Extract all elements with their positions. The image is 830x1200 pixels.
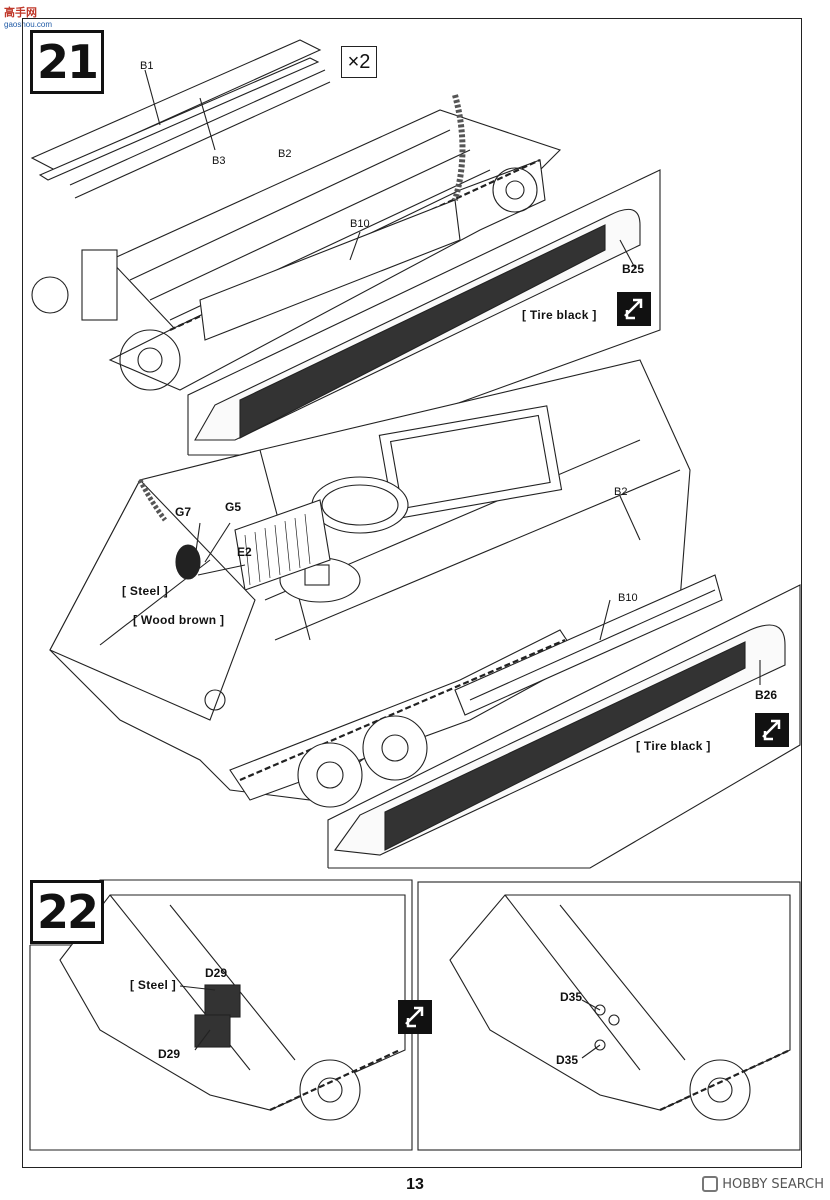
flip-arrow-icon <box>398 1000 432 1034</box>
step-number-22: 22 <box>30 880 104 944</box>
watermark-domain: gaoshou.com <box>4 20 53 29</box>
part-label-b3: B3 <box>212 155 226 167</box>
part-label-b25: B25 <box>622 262 645 276</box>
flip-arrow-icon <box>755 713 789 747</box>
part-label-b26: B26 <box>755 688 778 702</box>
quantity-label: ×2 <box>347 50 371 73</box>
part-label-d35-upper: D35 <box>560 990 583 1004</box>
footer-brand-text: HOBBY SEARCH <box>722 1176 824 1192</box>
watermark-logo: 高手网 gaoshou.com <box>4 4 52 29</box>
part-label-g7: G7 <box>175 505 192 519</box>
flip-arrow-icon <box>617 292 651 326</box>
step-number-21: 21 <box>30 30 104 94</box>
step-21-label: 21 <box>36 35 99 89</box>
callout-tire-black-lower: [ Tire black ] <box>636 739 711 753</box>
part-label-b2-lower: B2 <box>614 486 628 498</box>
callout-wood-brown: [ Wood brown ] <box>133 613 225 627</box>
part-label-e2: E2 <box>237 545 252 559</box>
footer-brand: HOBBY SEARCH <box>702 1176 824 1192</box>
step-22-label: 22 <box>36 885 99 939</box>
part-label-b2-upper: B2 <box>278 148 292 160</box>
quantity-multiplier: ×2 <box>341 46 377 78</box>
watermark-site: 高手网 <box>4 7 37 19</box>
callout-steel: [ Steel ] <box>122 584 169 598</box>
callout-steel-step22: [ Steel ] <box>130 978 177 992</box>
part-label-d29-upper: D29 <box>205 966 228 980</box>
part-label-b1: B1 <box>140 60 154 72</box>
callout-tire-black-upper: [ Tire black ] <box>522 308 597 322</box>
page-frame <box>22 18 802 1168</box>
part-label-d29-lower: D29 <box>158 1047 181 1061</box>
part-label-b10-upper: B10 <box>350 218 370 230</box>
hobby-search-logo-icon <box>702 1176 719 1192</box>
part-label-d35-lower: D35 <box>556 1053 579 1067</box>
part-label-g5: G5 <box>225 500 242 514</box>
part-label-b10-lower: B10 <box>618 592 638 604</box>
page-number: 13 <box>406 1176 424 1193</box>
lower-callout-frame <box>327 584 801 869</box>
